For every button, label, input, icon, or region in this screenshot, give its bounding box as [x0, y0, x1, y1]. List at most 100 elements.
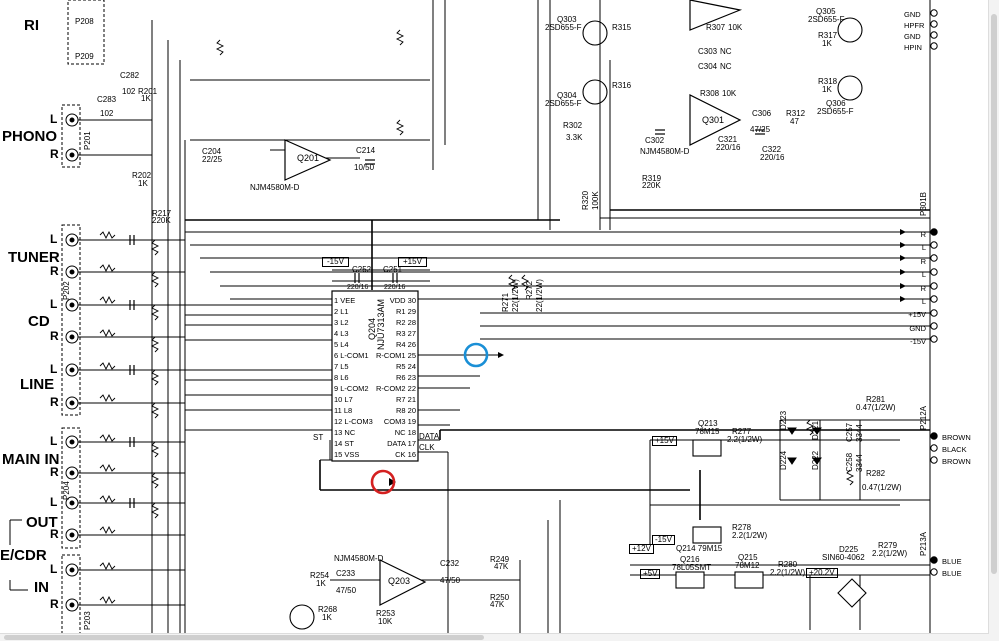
- opamp-q301-upper: [689, 0, 743, 31]
- ic-minus15-label: -15V: [322, 257, 349, 267]
- ic-pin-left: 8 L6: [334, 373, 349, 382]
- ic-pin-left: 10 L7: [334, 395, 353, 404]
- connector-pin-label: R: [920, 283, 926, 293]
- ic-pin-left: 2 L1: [334, 307, 349, 316]
- connector-p213a: P213A: [919, 531, 928, 556]
- r250-label: R250: [490, 593, 510, 602]
- ref-p202: P202: [62, 281, 71, 300]
- r280-value: 2.2(1/2W): [770, 568, 806, 577]
- r250-value: 47K: [490, 600, 505, 609]
- opamp-q201: [284, 139, 332, 181]
- ic-pin-right: R5 24: [395, 362, 416, 371]
- label-r: R: [50, 527, 59, 541]
- connector-pin-label: BROWN: [942, 433, 971, 442]
- label-tuner: TUNER: [8, 249, 60, 266]
- label-r: R: [50, 264, 59, 278]
- r317-value: 1K: [822, 39, 832, 48]
- horizontal-scrollbar-thumb[interactable]: [4, 635, 484, 640]
- ic-pin-right: R6 23: [395, 373, 416, 382]
- label-l: L: [50, 362, 58, 376]
- q213-part: 78M15: [695, 427, 720, 436]
- ic-pin-right: CK 16: [395, 450, 416, 459]
- label-r: R: [50, 597, 59, 611]
- q201-label: Q201: [297, 153, 320, 163]
- label-r: R: [50, 147, 59, 161]
- q305-part: 2SD655-F: [808, 15, 845, 24]
- vertical-scrollbar-thumb[interactable]: [991, 14, 997, 574]
- ic-pin-right: R-COM1 25: [375, 351, 416, 360]
- voltage-plus20-2: +20.2V: [806, 568, 838, 578]
- ic-pin-left: 15 VSS: [334, 450, 360, 459]
- r272-label: R272: [525, 280, 534, 300]
- ic-pin-left: 7 L5: [334, 362, 349, 371]
- q216-part: 78L05SMT: [672, 563, 712, 572]
- ref-p203: P203: [83, 611, 92, 630]
- ic-plus15-label: +15V: [398, 257, 427, 267]
- ic-pin-right: R8 20: [395, 406, 416, 415]
- label-cd: CD: [28, 313, 50, 330]
- r271-label: R271: [501, 292, 510, 312]
- d221-label: D221: [811, 420, 820, 440]
- c251-value: 220/16: [384, 284, 406, 291]
- q304-part: 2SD655-F: [545, 99, 582, 108]
- c204-label: C204: [202, 147, 222, 156]
- r272-value: 22(1/2W): [535, 279, 544, 312]
- r312-label: R312: [786, 109, 806, 118]
- voltage-plus12: +12V: [629, 544, 654, 554]
- ic-pin-right: R-COM2 22: [375, 384, 416, 393]
- q215-part: 78M12: [735, 561, 760, 570]
- c232-label: C232: [440, 559, 460, 568]
- q304-label: Q304: [557, 91, 577, 100]
- connector-p212a: P212A: [919, 405, 928, 430]
- c303-label: C303: [698, 47, 718, 56]
- q305-label: Q305: [816, 7, 836, 16]
- c283-value: 102: [100, 109, 114, 118]
- c233-value: 47/50: [336, 586, 357, 595]
- q306-label: Q306: [826, 99, 846, 108]
- r201-value: 1K: [141, 94, 151, 103]
- ic-pin-left: 3 L2: [334, 318, 349, 327]
- r249-label: R249: [490, 555, 510, 564]
- voltage-plus5: +5V: [640, 569, 661, 579]
- r282-value: 0.47(1/2W): [862, 483, 902, 492]
- r280-label: R280: [778, 560, 798, 569]
- voltage-minus15: -15V: [652, 535, 675, 545]
- r278-value: 2.2(1/2W): [732, 531, 768, 540]
- ic-pin-right: VDD 30: [389, 296, 416, 305]
- connector-pin-label: BROWN: [942, 457, 971, 466]
- r254-value: 1K: [316, 579, 326, 588]
- r307-label: R307: [706, 23, 726, 32]
- vertical-scrollbar[interactable]: [988, 0, 999, 641]
- horizontal-scrollbar[interactable]: [0, 633, 989, 641]
- label-l: L: [50, 495, 58, 509]
- ref-p204: P204: [62, 481, 71, 500]
- r317-label: R317: [818, 31, 838, 40]
- c258-value: 3344: [855, 454, 864, 472]
- r254-label: R254: [310, 571, 330, 580]
- r308-label: R308: [700, 89, 720, 98]
- c304-value: NC: [720, 62, 732, 71]
- d224-label: D224: [779, 450, 788, 470]
- ic-data-label: DATA: [419, 432, 440, 441]
- c257-label: C257: [845, 422, 854, 442]
- r308-value: 10K: [722, 89, 737, 98]
- connector-pin-label: BLUE: [942, 557, 962, 566]
- ic-pin-right: COM3 19: [383, 417, 416, 426]
- r307-value: 10K: [728, 23, 743, 32]
- r281-value: 0.47(1/2W): [856, 403, 896, 412]
- c252-label: C252: [352, 265, 372, 274]
- d225-label: D225: [839, 545, 859, 554]
- r320-value: 100K: [591, 191, 600, 210]
- q303-part: 2SD655-F: [545, 23, 582, 32]
- label-line: LINE: [20, 376, 55, 393]
- label-out: OUT: [26, 514, 58, 531]
- r253-label: R253: [376, 609, 396, 618]
- ic-pin-right: R1 29: [395, 307, 416, 316]
- voltage-plus15: +15V: [652, 436, 677, 446]
- q203-part: NJM4580M-D: [334, 554, 384, 563]
- r319-value: 220K: [642, 181, 661, 190]
- r279-value: 2.2(1/2W): [872, 549, 908, 558]
- ic-q204-body: [331, 290, 419, 462]
- c232-value: 47/50: [440, 576, 461, 585]
